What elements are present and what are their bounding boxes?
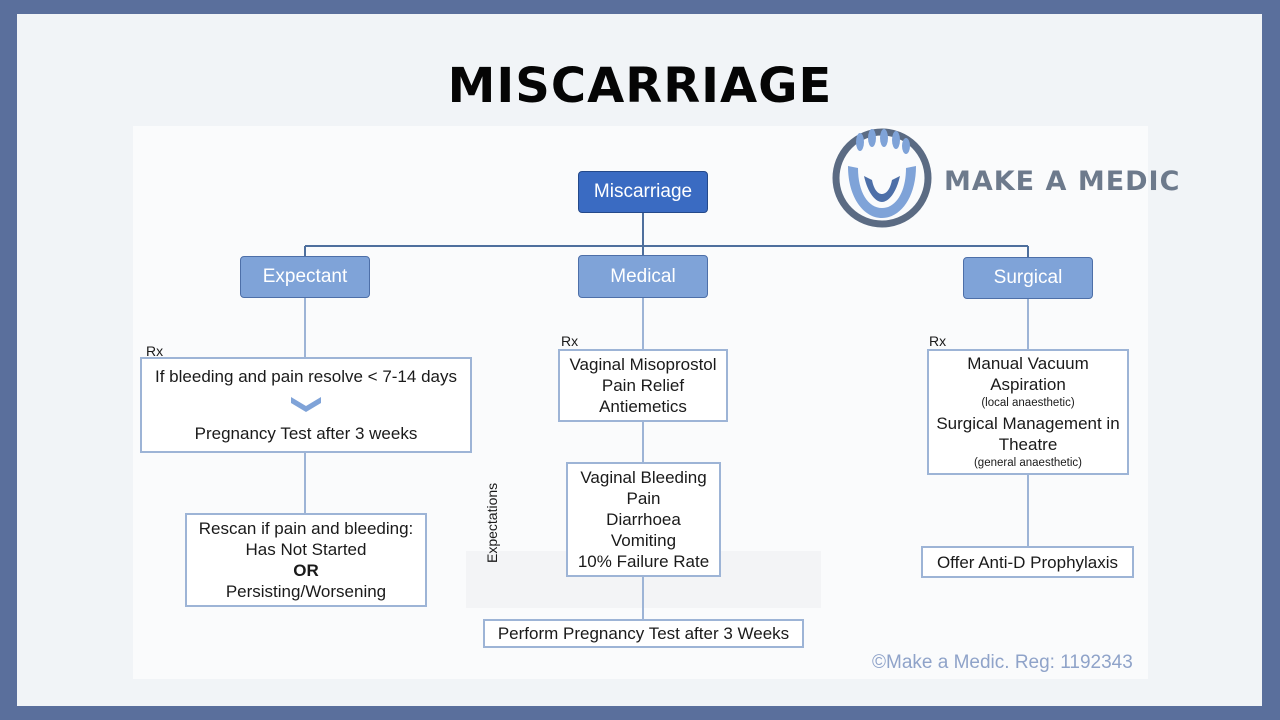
surgical-node: Surgical	[963, 257, 1093, 299]
surgical-rx-label: Rx	[929, 333, 947, 349]
expectations-label: Expectations	[484, 482, 500, 563]
expectant-line2: Pregnancy Test after 3 weeks	[194, 424, 418, 443]
page-title: MISCARRIAGE	[447, 58, 833, 114]
logo-text: MAKE A MEDIC	[944, 166, 1181, 197]
rescan-option-1: Has Not Started	[245, 540, 367, 559]
copyright-text: ©Make a Medic. Reg: 1192343	[872, 652, 1133, 673]
rescan-or: OR	[293, 561, 319, 580]
surgical-theatre-note: (general anaesthetic)	[973, 457, 1083, 469]
expectant-rx-label: Rx	[146, 343, 164, 359]
expectation-3: Diarrhoea	[606, 510, 681, 529]
expectations-box: Vaginal Bleeding Pain Diarrhoea Vomiting…	[566, 462, 721, 577]
surgical-followup-box: Offer Anti-D Prophylaxis	[921, 546, 1134, 578]
expectation-4: Vomiting	[610, 531, 677, 550]
expectant-rx-box: If bleeding and pain resolve < 7-14 days…	[140, 357, 472, 453]
medical-rx-box: Vaginal Misoprostol Pain Relief Antiemet…	[558, 349, 728, 422]
medical-treatment-3: Antiemetics	[599, 397, 687, 416]
surgical-rx-box: Manual Vacuum Aspiration (local anaesthe…	[927, 349, 1129, 475]
expectant-line1: If bleeding and pain resolve < 7-14 days	[155, 367, 457, 386]
surgical-mva-note: (local anaesthetic)	[981, 397, 1075, 409]
medical-node: Medical	[578, 255, 708, 298]
expectation-2: Pain	[626, 489, 661, 508]
root-node: Miscarriage	[578, 171, 708, 213]
medical-treatment-2: Pain Relief	[601, 376, 685, 395]
hands-logo-icon	[832, 128, 932, 228]
medical-rx-label: Rx	[561, 333, 579, 349]
medical-treatment-1: Vaginal Misoprostol	[569, 355, 717, 374]
rescan-option-2: Persisting/Worsening	[225, 582, 387, 601]
medical-followup-box: Perform Pregnancy Test after 3 Weeks	[483, 619, 804, 648]
expectant-node: Expectant	[240, 256, 370, 298]
rescan-heading: Rescan if pain and bleeding:	[198, 519, 414, 538]
rescan-box: Rescan if pain and bleeding: Has Not Sta…	[185, 513, 427, 607]
expectation-1: Vaginal Bleeding	[580, 468, 707, 487]
surgical-mva: Manual Vacuum Aspiration	[967, 354, 1089, 394]
chevron-down-icon	[291, 397, 321, 412]
expectation-5: 10% Failure Rate	[577, 552, 710, 571]
surgical-theatre: Surgical Management in Theatre	[936, 414, 1120, 454]
